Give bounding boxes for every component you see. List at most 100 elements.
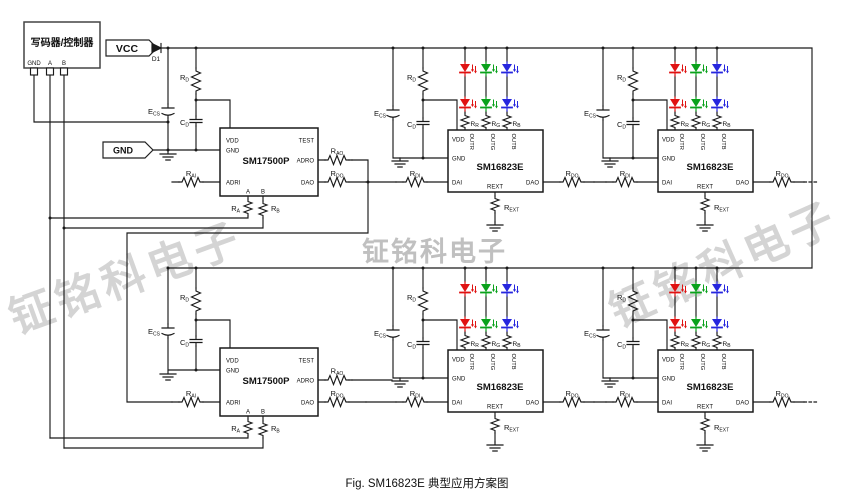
pin-gnd: GND xyxy=(226,148,240,154)
sm16823e-stage: VDD GND DAI DAO REXT SM16823E OUTR OUTG … xyxy=(374,266,595,452)
label-rb: RB xyxy=(723,121,732,129)
stage-wires xyxy=(602,267,805,443)
pin-outr: OUTR xyxy=(468,134,474,150)
pin-dao: DAO xyxy=(526,400,539,406)
pin-vdd: VDD xyxy=(452,138,465,144)
vcc-label: VCC xyxy=(116,43,139,55)
controller-pin-a-label: A xyxy=(48,61,52,67)
label-rext: REXT xyxy=(504,423,519,433)
pin-outr: OUTR xyxy=(678,354,684,370)
resistor-rr-symbol xyxy=(460,332,470,351)
led-red-icon xyxy=(459,281,478,297)
ground-icon xyxy=(486,221,504,232)
stage-wires xyxy=(392,47,595,223)
ground-icon xyxy=(159,150,177,161)
label-rai: RAI xyxy=(186,389,196,399)
capacitor-ecs-symbol xyxy=(386,105,400,121)
label-rdi: RDI xyxy=(410,169,420,179)
led-red-icon xyxy=(459,61,478,77)
ground-icon xyxy=(391,157,409,168)
led-red-icon xyxy=(669,316,688,332)
pin-adro: ADRO xyxy=(297,378,315,384)
label-rr: RR xyxy=(471,121,480,129)
pin-a: A xyxy=(246,190,250,196)
label-rd: RD xyxy=(617,293,626,303)
resistor-rb-symbol xyxy=(712,332,722,351)
pin-gnd: GND xyxy=(452,156,466,162)
label-ecs: ECS xyxy=(148,327,161,337)
label-rai: RAI xyxy=(186,169,196,179)
capacitor-ecs-symbol xyxy=(161,103,175,119)
chip-name: SM17500P xyxy=(242,376,290,387)
pin-dai: DAI xyxy=(662,400,672,406)
pin-test: TEST xyxy=(299,358,315,364)
resistor-rb-symbol xyxy=(258,200,268,219)
sm17500p-body xyxy=(219,127,319,197)
label-rdi: RDI xyxy=(410,389,420,399)
label-rb: RB xyxy=(513,341,522,349)
capacitor-ecs-symbol xyxy=(161,323,175,339)
pin-rext: REXT xyxy=(487,185,503,191)
led-green-icon xyxy=(480,96,499,112)
label-rd: RD xyxy=(180,73,189,83)
label-cd: CD xyxy=(407,340,416,350)
ground-icon xyxy=(696,441,714,452)
pin-dai: DAI xyxy=(452,180,462,186)
label-rd: RD xyxy=(407,73,416,83)
pin-outb: OUTB xyxy=(720,134,726,150)
label-ra: RA xyxy=(231,204,240,214)
pin-gnd: GND xyxy=(226,368,240,374)
controller-wires xyxy=(33,74,169,449)
label-cd: CD xyxy=(407,120,416,130)
pin-dao: DAO xyxy=(301,180,314,186)
label-ra: RA xyxy=(231,424,240,434)
label-rdo: RDO xyxy=(566,169,579,179)
sm16823e-body xyxy=(447,349,544,413)
resistor-ra-symbol xyxy=(243,418,253,437)
resistor-rr-symbol xyxy=(670,112,680,131)
led-blue-icon xyxy=(711,316,730,332)
pin-adro: ADRO xyxy=(297,158,315,164)
label-rdi: RDI xyxy=(620,169,630,179)
pin-rext: REXT xyxy=(487,405,503,411)
label-rg: RG xyxy=(702,121,711,129)
pin-gnd: GND xyxy=(662,156,676,162)
sm17500p-body xyxy=(219,347,319,417)
capacitor-cd-symbol xyxy=(626,117,640,129)
controller-pin-gnd-label: GND xyxy=(27,61,41,67)
led-red-icon xyxy=(459,96,478,112)
led-blue-icon xyxy=(501,281,520,297)
resistor-rext-symbol xyxy=(490,195,500,214)
label-rb: RB xyxy=(513,121,522,129)
label-rg: RG xyxy=(702,341,711,349)
sm17500p-stage: VDD GND ADRI TEST ADRO DAO SM17500P A B … xyxy=(49,46,367,229)
diode-d1-label: D1 xyxy=(152,56,161,63)
chip-name: SM17500P xyxy=(242,156,290,167)
resistor-rg-symbol xyxy=(481,332,491,351)
sm16823e-body xyxy=(447,129,544,193)
figure-caption: Fig. SM16823E 典型应用方案图 xyxy=(346,476,509,490)
led-green-icon xyxy=(480,281,499,297)
pin-vdd: VDD xyxy=(226,138,239,144)
label-rr: RR xyxy=(681,121,690,129)
pin-vdd: VDD xyxy=(662,358,675,364)
pin-vdd: VDD xyxy=(662,138,675,144)
pin-vdd: VDD xyxy=(226,358,239,364)
resistor-rext-symbol xyxy=(490,415,500,434)
pin-gnd: GND xyxy=(662,376,676,382)
resistor-rd-symbol xyxy=(417,67,429,95)
led-green-icon xyxy=(480,316,499,332)
label-rdo: RDO xyxy=(566,389,579,399)
capacitor-cd-symbol xyxy=(189,115,203,127)
controller: 写码器/控制器 GND A B xyxy=(23,21,101,76)
watermark-center: 钲铭科电子 xyxy=(362,237,507,267)
resistor-rg-symbol xyxy=(481,112,491,131)
pin-a: A xyxy=(246,410,250,416)
sm17500p-stage: VDD GND ADRI TEST ADRO DAO SM17500P A B … xyxy=(49,266,367,449)
label-rd: RD xyxy=(407,293,416,303)
pin-outg: OUTG xyxy=(489,134,495,151)
pin-dao: DAO xyxy=(736,400,749,406)
label-rdi: RDI xyxy=(620,389,630,399)
pin-dao: DAO xyxy=(301,400,314,406)
resistor-rb-symbol xyxy=(502,112,512,131)
